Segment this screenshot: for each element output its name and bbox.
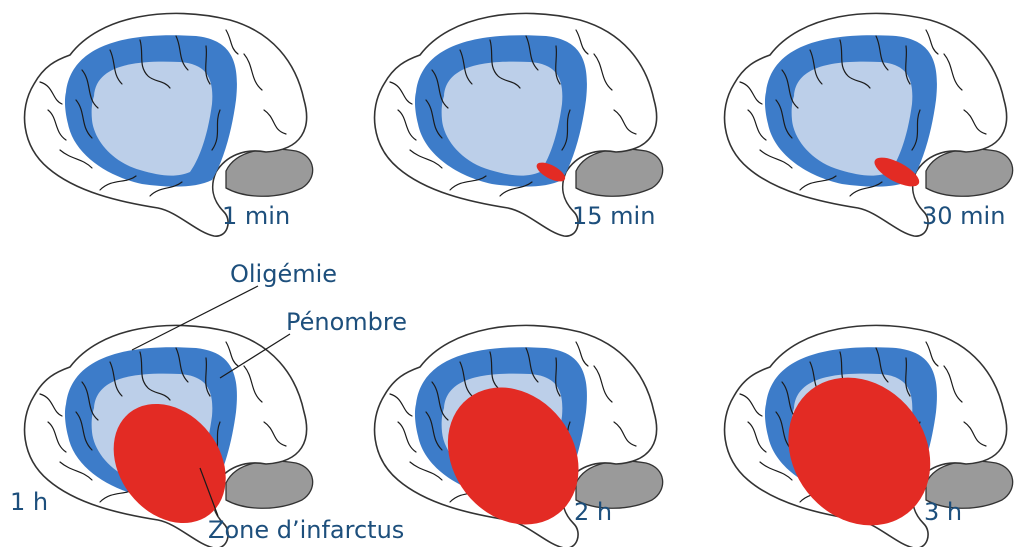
brain-panel: 30 min: [725, 13, 1013, 236]
brain-panel: 1 h: [10, 325, 313, 547]
oligemia-label: Oligémie: [230, 260, 337, 288]
time-label: 15 min: [572, 202, 655, 230]
brain-panel: 2 h: [375, 325, 663, 547]
time-label: 1 h: [10, 488, 48, 516]
brain-panel: 1 min: [25, 13, 313, 236]
time-label: 1 min: [222, 202, 290, 230]
brain-panel: 15 min: [375, 13, 663, 236]
time-label: 2 h: [574, 498, 612, 526]
time-label: 3 h: [924, 498, 962, 526]
time-label: 30 min: [922, 202, 1005, 230]
brain-panel: 3 h: [725, 325, 1013, 547]
infarct-zone-label: Zone d’infarctus: [208, 516, 404, 544]
penumbra-label: Pénombre: [286, 308, 407, 336]
